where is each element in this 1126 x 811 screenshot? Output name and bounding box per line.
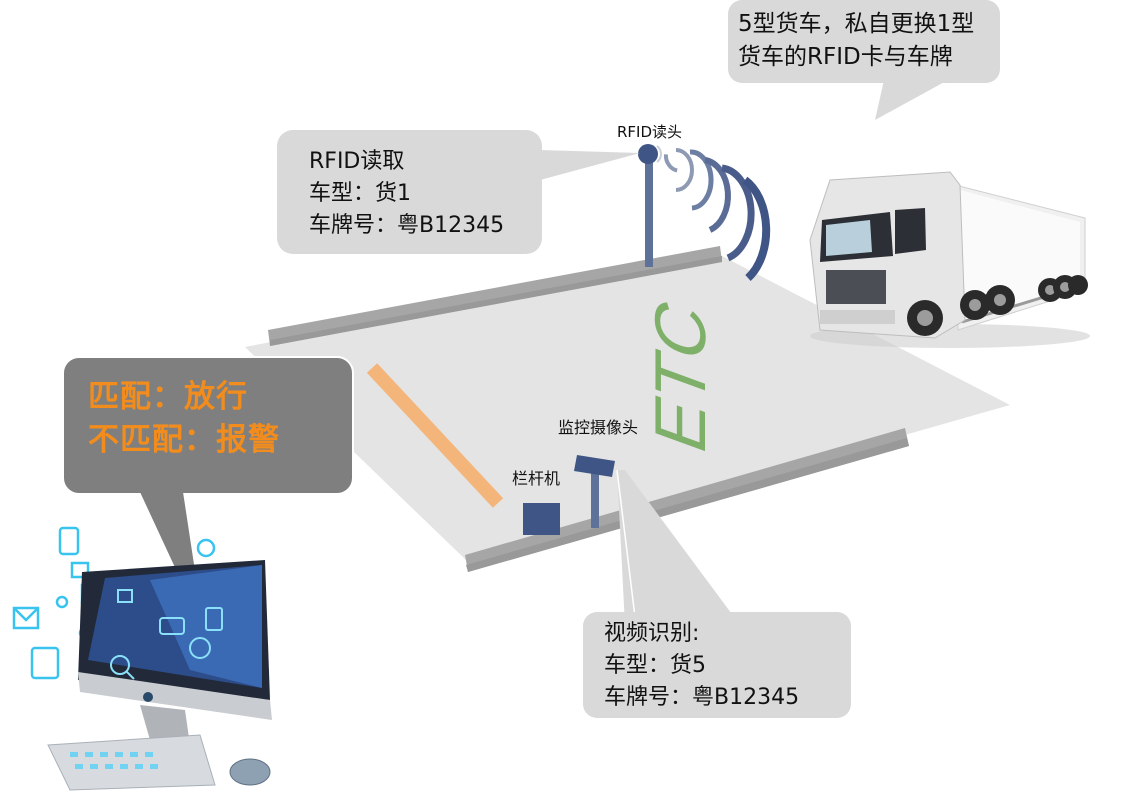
lane-platform xyxy=(245,255,1010,560)
video-plate-number: 车牌号：粤B12345 xyxy=(604,684,800,710)
video-vehicle-type: 车型：货5 xyxy=(604,652,706,678)
semi-truck-illustration xyxy=(809,171,1090,348)
svg-text:ETC: ETC xyxy=(640,289,720,462)
desktop-computer-illustration xyxy=(12,526,272,791)
rfid-plate-number: 车牌号：粤B12345 xyxy=(309,212,505,238)
truck-bubble-text: 5型货车，私自更换1型 货车的RFID卡与车牌 xyxy=(738,8,974,73)
rfid-bubble-title: RFID读取 xyxy=(309,149,405,174)
rfid-bubble-text: RFID读取 车型：货1 车牌号：粤B12345 xyxy=(309,146,504,242)
video-bubble-text: 视频识别: 车型：货5 车牌号：粤B12345 xyxy=(604,618,799,714)
rfid-antenna-icon xyxy=(638,144,771,281)
rfid-reader-label: RFID读头 xyxy=(617,123,683,141)
camera-label: 监控摄像头 xyxy=(558,418,639,437)
video-bubble-title: 视频识别: xyxy=(604,621,700,646)
camera-view-cone xyxy=(617,470,740,625)
truck-bubble-line-2: 货车的RFID卡与车牌 xyxy=(738,43,953,70)
etc-lane-marking: ETC xyxy=(640,289,720,462)
rfid-vehicle-type: 车型：货1 xyxy=(309,180,411,206)
barrier-label: 栏杆机 xyxy=(512,469,561,488)
stop-line xyxy=(366,363,504,508)
video-speech-bubble xyxy=(583,612,851,718)
rfid-speech-bubble xyxy=(277,130,640,254)
alert-bubble-text: 匹配：放行 不匹配：报警 xyxy=(88,376,280,462)
far-rail xyxy=(268,246,722,346)
alert-match-rule: 匹配：放行 xyxy=(88,379,248,415)
truck-bubble-line-1: 5型货车，私自更换1型 xyxy=(738,11,975,37)
truck-speech-bubble xyxy=(728,0,1000,120)
near-rail xyxy=(465,428,909,572)
barrier-gate-icon xyxy=(523,503,560,535)
alert-speech-bubble xyxy=(62,356,354,630)
surveillance-camera-icon xyxy=(574,455,615,528)
alert-mismatch-rule: 不匹配：报警 xyxy=(88,421,280,458)
